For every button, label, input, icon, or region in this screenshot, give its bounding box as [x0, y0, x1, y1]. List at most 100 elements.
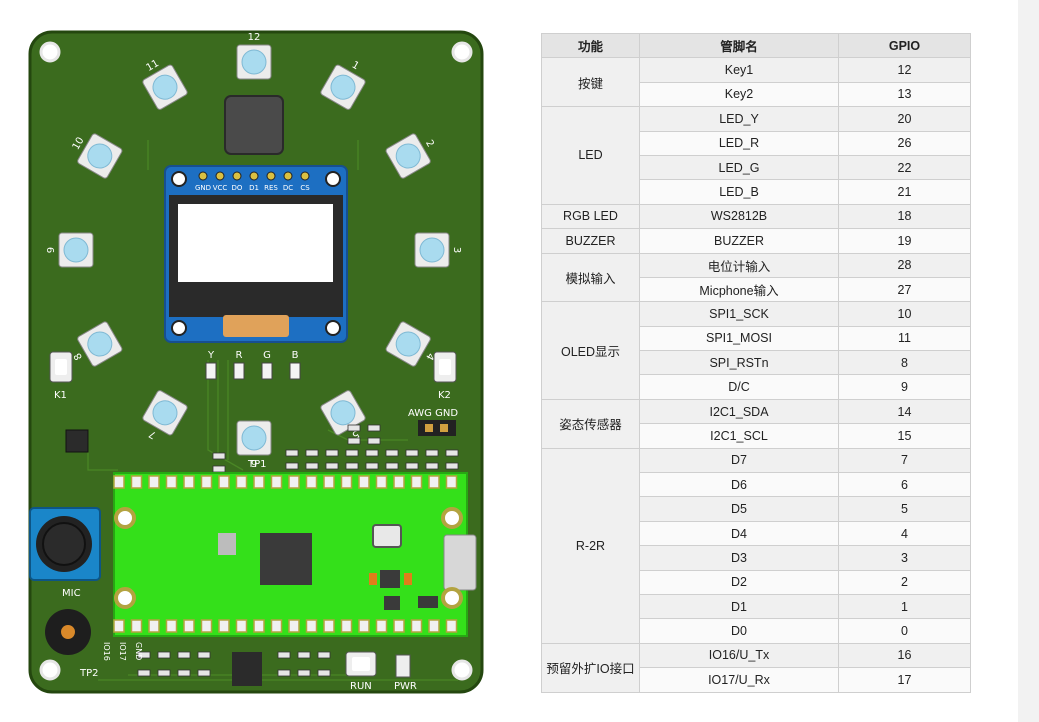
table-header-row: 功能 管脚名 GPIO [541, 32, 971, 59]
imu-sensor [65, 429, 89, 453]
gpio-cell: 16 [838, 642, 971, 669]
silk-tp1: TP1 [247, 459, 267, 470]
awg-gnd-header [418, 420, 456, 436]
gpio-cell: 15 [838, 423, 971, 449]
pin-name-cell: Key1 [639, 57, 839, 83]
gpio-cell: 17 [838, 667, 971, 693]
silk-mic: MIC [62, 588, 81, 599]
pin-name-cell: D/C [639, 374, 839, 400]
gpio-cell: 6 [838, 472, 971, 498]
pin-name-cell: WS2812B [639, 203, 839, 230]
pin-name-cell: Micphone输入 [639, 276, 839, 303]
pin-name-cell: D1 [639, 593, 839, 620]
silk-io16: IO16 [102, 642, 111, 661]
rgb-led: 4 [385, 321, 436, 367]
microphone [45, 609, 91, 655]
indicator-label: R [236, 350, 243, 361]
silk-awg-gnd: AWG GND [408, 408, 458, 419]
rgb-led: 7 [142, 390, 188, 441]
pin-name-cell: D6 [639, 472, 839, 498]
pin-name-cell: I2C1_SDA [639, 398, 839, 425]
led-number-label: 1 [350, 60, 361, 73]
oled-pin-label: DO [232, 184, 243, 192]
silk-run: RUN [350, 681, 372, 692]
rgb-led: 2 [385, 133, 436, 179]
led-number-label: 3 [451, 247, 462, 253]
pin-name-cell: 电位计输入 [639, 252, 839, 278]
indicator-label: B [292, 350, 299, 361]
pin-name-cell: BUZZER [639, 228, 839, 254]
gpio-cell: 13 [838, 81, 971, 108]
gpio-cell: 2 [838, 569, 971, 595]
buzzer-component [224, 95, 284, 155]
pin-name-cell: SPI1_SCK [639, 301, 839, 327]
gpio-cell: 1 [838, 593, 971, 620]
gpio-cell: 27 [838, 276, 971, 303]
gpio-cell: 5 [838, 496, 971, 522]
dac-chip [232, 652, 262, 686]
oled-pin-label: CS [300, 184, 310, 192]
silk-io17: IO17 [118, 642, 127, 661]
gpio-cell: 21 [838, 179, 971, 205]
pin-name-cell: D5 [639, 496, 839, 522]
gpio-cell: 14 [838, 398, 971, 425]
function-cell: LED [541, 106, 640, 205]
key-buttons [49, 351, 457, 383]
mounting-holes [39, 41, 473, 681]
led-number-label: 4 [423, 351, 436, 362]
rgb-led: 8 [72, 321, 123, 367]
pin-name-cell: D0 [639, 618, 839, 644]
function-cell: 姿态传感器 [541, 398, 640, 449]
silk-k1: K1 [54, 390, 67, 401]
gpio-cell: 22 [838, 154, 971, 181]
led-number-label: 7 [147, 428, 158, 441]
pin-name-cell: D3 [639, 545, 839, 571]
pin-name-cell: LED_B [639, 179, 839, 205]
indicator-label: Y [207, 350, 215, 361]
gpio-cell: 28 [838, 252, 971, 278]
pin-name-cell: LED_R [639, 130, 839, 156]
pin-name-cell: I2C1_SCL [639, 423, 839, 449]
pin-name-cell: D4 [639, 520, 839, 547]
pin-name-cell: D2 [639, 569, 839, 595]
gpio-cell: 0 [838, 618, 971, 644]
function-cell: OLED显示 [541, 301, 640, 400]
gpio-cell: 18 [838, 203, 971, 230]
smd-components [137, 424, 459, 677]
function-cell: 按键 [541, 57, 640, 108]
gpio-cell: 26 [838, 130, 971, 156]
led-number-label: 9 [46, 247, 57, 253]
led-number-label: 6 [251, 457, 257, 468]
header-gpio: GPIO [838, 32, 971, 59]
silk-pwr: PWR [394, 681, 417, 692]
header-function: 功能 [541, 32, 640, 59]
oled-pin-label: RES [264, 184, 278, 192]
gpio-cell: 9 [838, 374, 971, 400]
oled-pin-label: DC [283, 184, 293, 192]
gpio-cell: 10 [838, 301, 971, 327]
gpio-cell: 4 [838, 520, 971, 547]
rgb-led: 5 [320, 390, 366, 440]
function-cell: 预留外扩IO接口 [541, 642, 640, 693]
pin-name-cell: SPI_RSTn [639, 350, 839, 376]
rgb-led: 11 [142, 58, 188, 110]
indicator-label: G [263, 350, 271, 361]
